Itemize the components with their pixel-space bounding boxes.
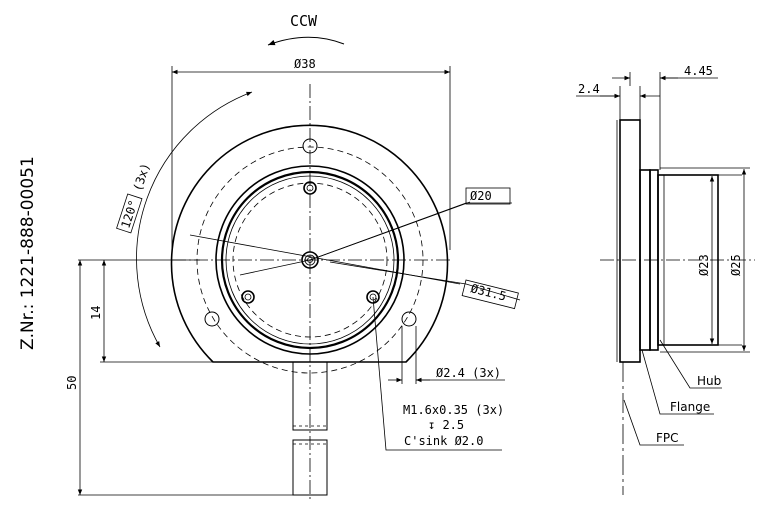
- thread-callout-line2: ↧ 2.5: [428, 418, 464, 432]
- ccw-rotation-arrow: [267, 36, 345, 46]
- flange-label: Flange: [670, 400, 710, 414]
- mount-hole: [401, 311, 417, 327]
- flange-thickness-label: 2.4: [578, 82, 600, 96]
- outer-diameter-label: Ø38: [294, 57, 316, 71]
- hub-inner-diameter-label: Ø23: [697, 254, 711, 276]
- fpc-tail-end: [292, 439, 328, 496]
- fpc-tail: [292, 361, 328, 431]
- angle-arc: [136, 91, 253, 348]
- thread-hole: [241, 290, 255, 304]
- flange-outline: [170, 124, 449, 363]
- thread-callout-line3: C'sink Ø2.0: [404, 434, 483, 448]
- front-view: CCW Ø38 120° (3x): [65, 12, 521, 500]
- hole-angle-label: 120°: [118, 198, 140, 230]
- hub-label: Hub: [697, 374, 721, 388]
- hub-outer-diameter-label: Ø25: [729, 254, 743, 276]
- side-view: 2.4 4.45 Ø23 Ø25 Hub Flange FPC: [576, 64, 755, 495]
- hub-recess-diameter-label: Ø20: [470, 189, 492, 203]
- drawing-number: Z.Nr.: 1221-888-00051: [18, 156, 38, 350]
- bolt-circle-diameter-label: Ø31.5: [469, 281, 507, 303]
- hole-angle-count: (3x): [131, 161, 153, 193]
- mount-hole: [204, 311, 220, 327]
- hub-depth-label: 4.45: [684, 64, 713, 78]
- flange-side: [619, 119, 641, 363]
- vertical-offset-label: 14: [89, 306, 103, 320]
- fpc-label: FPC: [656, 431, 679, 445]
- overall-height-label: 50: [65, 376, 79, 390]
- mount-hole-label: Ø2.4 (3x): [436, 366, 501, 380]
- rotation-label: CCW: [290, 12, 318, 30]
- thread-callout-line1: M1.6x0.35 (3x): [403, 403, 504, 417]
